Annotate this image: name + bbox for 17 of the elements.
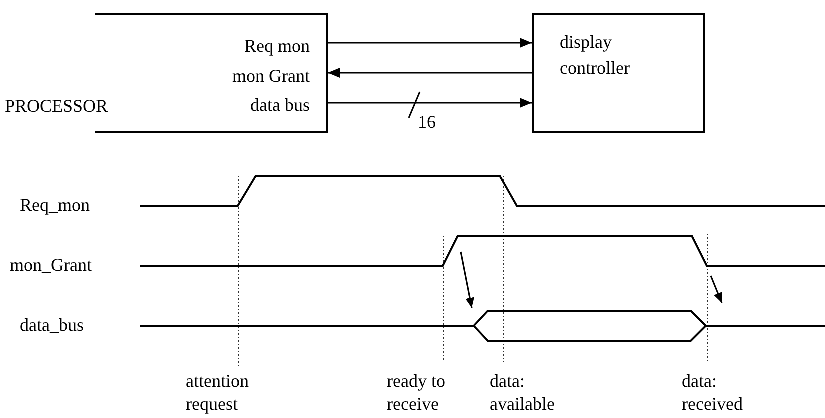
arrow bbox=[328, 68, 532, 78]
signal-name: Req_mon bbox=[20, 194, 91, 217]
port-label: data bus bbox=[250, 96, 310, 114]
arrow bbox=[328, 38, 532, 48]
signal-name: mon_Grant bbox=[10, 254, 93, 277]
block-title: PROCESSOR bbox=[5, 97, 108, 115]
controller-block bbox=[532, 13, 705, 133]
event-label: attention request bbox=[186, 370, 250, 416]
event-label: data: available bbox=[490, 370, 556, 416]
edge-label: 16 bbox=[418, 113, 436, 131]
signal-name: data_bus bbox=[20, 314, 85, 337]
port-label: mon Grant bbox=[232, 67, 310, 85]
port-label: Req mon bbox=[244, 37, 310, 55]
block-title: display controller bbox=[560, 31, 631, 80]
event-label: ready to receive bbox=[387, 370, 446, 416]
event-label: data: received bbox=[682, 370, 744, 416]
arrow bbox=[328, 98, 532, 108]
